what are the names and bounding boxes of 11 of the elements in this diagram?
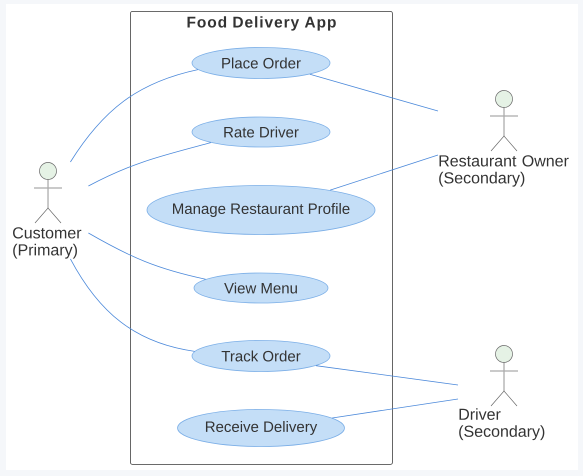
association-line (70, 69, 198, 162)
association-line (70, 258, 196, 352)
association-line (88, 232, 206, 280)
association-line (88, 142, 212, 186)
actor-label: Restaurant Owner (Secondary) (439, 155, 569, 187)
association-line (330, 154, 438, 191)
actor-label: Driver (Secondary) (459, 408, 544, 440)
association-line (332, 398, 458, 418)
actor-label: Customer (Primary) (13, 227, 82, 259)
association-line (316, 365, 458, 386)
association-line (309, 74, 438, 112)
